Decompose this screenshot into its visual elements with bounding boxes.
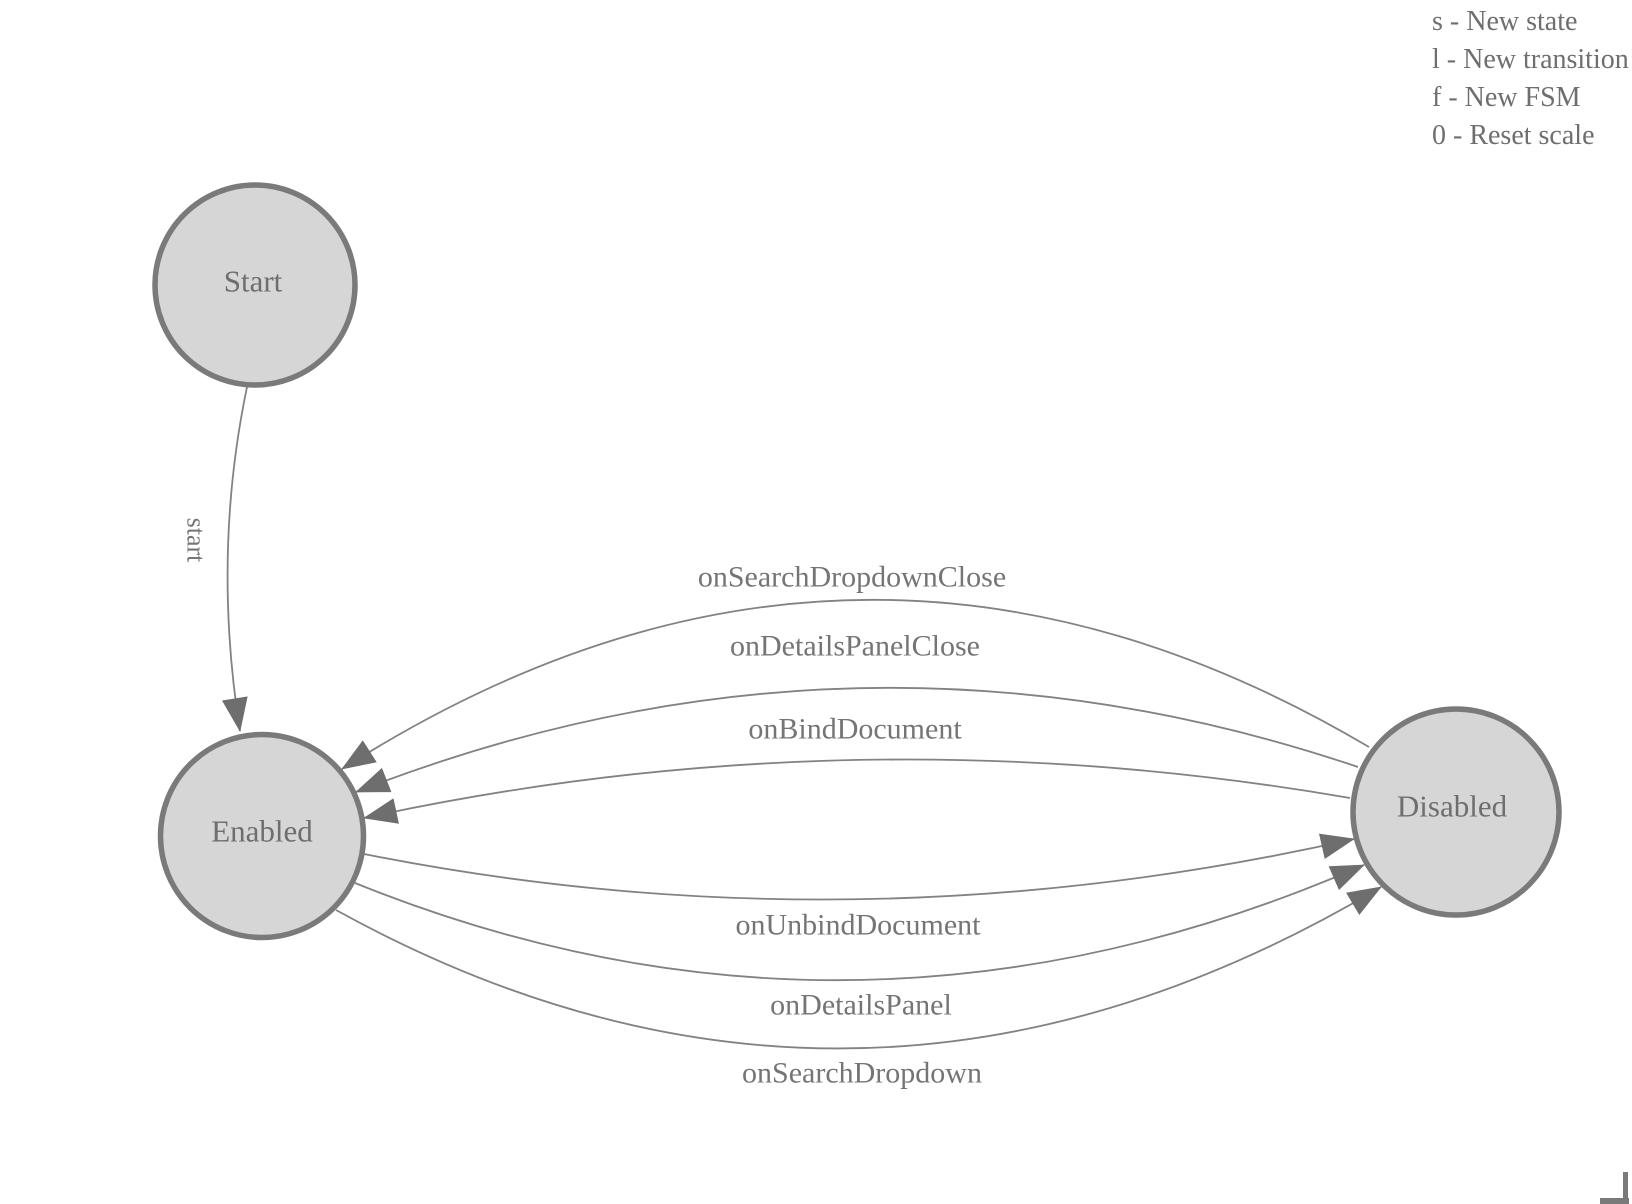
- transition-onUnbindDocument-label: onUnbindDocument: [736, 909, 982, 942]
- transition-onSearchDropdown-label: onSearchDropdown: [742, 1057, 982, 1090]
- state-node-enabled[interactable]: Enabled: [157, 731, 367, 941]
- corner-bracket: [1600, 1172, 1629, 1204]
- state-circle-enabled[interactable]: [157, 731, 367, 941]
- transition-start-path[interactable]: [221, 386, 248, 732]
- help-line-new-state: s - New state: [1432, 6, 1577, 37]
- help-line-reset-scale: 0 - Reset scale: [1432, 120, 1595, 151]
- state-label-disabled: Disabled: [1397, 789, 1508, 824]
- state-label-start: Start: [224, 264, 283, 299]
- help-line-new-fsm: f - New FSM: [1432, 82, 1581, 113]
- corner-bracket-vertical-bar: [1623, 1172, 1628, 1204]
- transition-onDetailsPanelClose-path[interactable]: [355, 686, 1359, 793]
- transition-onDetailsPanel-path[interactable]: [354, 864, 1365, 982]
- transition-onSearchDropdownClose-label: onSearchDropdownClose: [698, 561, 1006, 594]
- transition-onDetailsPanelClose: onDetailsPanelClose: [355, 630, 1359, 793]
- state-label-enabled: Enabled: [211, 814, 313, 849]
- state-circle-start[interactable]: [152, 182, 358, 388]
- transition-onDetailsPanel-label: onDetailsPanel: [770, 989, 952, 1022]
- transition-onUnbindDocument-path[interactable]: [363, 833, 1355, 901]
- transition-onUnbindDocument: onUnbindDocument: [363, 833, 1355, 942]
- transition-start: start: [182, 386, 248, 732]
- state-node-disabled[interactable]: Disabled: [1350, 706, 1562, 918]
- transition-onDetailsPanel: onDetailsPanel: [354, 864, 1365, 1022]
- transition-onSearchDropdown: onSearchDropdown: [335, 886, 1382, 1090]
- transition-onDetailsPanelClose-label: onDetailsPanelClose: [730, 630, 980, 663]
- transition-onBindDocument: onBindDocument: [363, 713, 1351, 824]
- corner-bracket-horizontal-bar: [1600, 1198, 1629, 1204]
- state-node-start[interactable]: Start: [152, 182, 358, 388]
- help-text-block: s - New state l - New transition f - New…: [1432, 6, 1629, 151]
- state-circle-disabled[interactable]: [1350, 706, 1562, 918]
- transition-onSearchDropdownClose-path[interactable]: [341, 598, 1370, 770]
- help-line-new-transition: l - New transition: [1432, 44, 1629, 75]
- transition-start-label: start: [182, 518, 211, 564]
- transition-onBindDocument-path[interactable]: [363, 758, 1351, 824]
- transition-onSearchDropdownClose: onSearchDropdownClose: [341, 561, 1370, 770]
- transition-onBindDocument-label: onBindDocument: [748, 713, 962, 746]
- transition-onSearchDropdown-path[interactable]: [335, 886, 1382, 1050]
